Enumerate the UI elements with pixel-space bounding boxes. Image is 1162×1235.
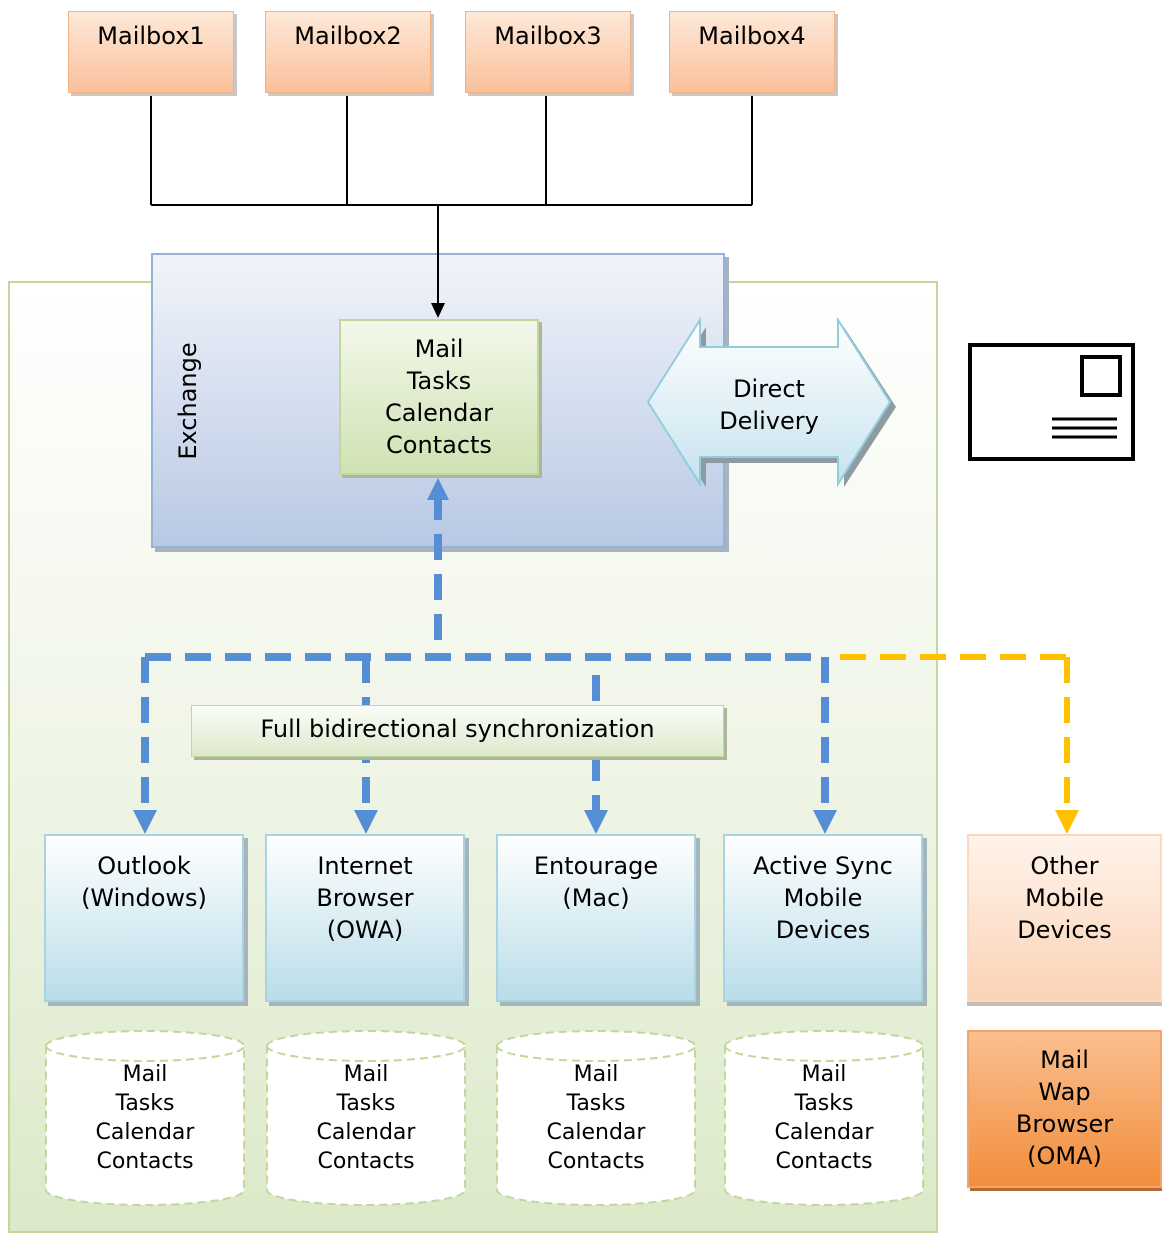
mailbox-to-exchange-arrowhead (431, 303, 445, 318)
sync-label-box: Full bidirectional synchronization (191, 705, 724, 757)
sync-lines (141, 498, 829, 812)
client-store-entourage: Mail Tasks Calendar Contacts (546, 1062, 646, 1174)
mailbox-2: Mailbox2 (265, 11, 431, 93)
client-store-owa: Mail Tasks Calendar Contacts (316, 1062, 416, 1174)
client-store-activesync: Mail Tasks Calendar Contacts (774, 1062, 874, 1174)
mailbox-1: Mailbox1 (68, 11, 234, 93)
exchange-store-box: Mail Tasks Calendar Contacts (339, 319, 539, 475)
sync-arrowhead-activesync (813, 810, 837, 834)
client-entourage: Entourage (Mac) (496, 834, 696, 1002)
direct-delivery-arrow (646, 316, 892, 488)
direct-delivery-label: Direct Delivery (719, 375, 819, 435)
sync-arrowhead-outlook (133, 810, 157, 834)
mailbox-4: Mailbox4 (669, 11, 835, 93)
envelope-icon (968, 343, 1135, 461)
client-activesync: Active Sync Mobile Devices (723, 834, 923, 1002)
mailbox-3: Mailbox3 (465, 11, 631, 93)
client-owa: Internet Browser (OWA) (265, 834, 465, 1002)
client-store-outlook: Mail Tasks Calendar Contacts (95, 1062, 195, 1174)
oma-browser-box: Mail Wap Browser (OMA) (967, 1030, 1162, 1188)
client-stores (45, 1030, 924, 1206)
client-store-cylinder (266, 1030, 466, 1206)
sync-arrowhead-up (427, 478, 449, 500)
client-outlook: Outlook (Windows) (44, 834, 244, 1002)
sync-arrowhead-entourage (584, 810, 608, 834)
sync-arrowhead-owa (354, 810, 378, 834)
mailbox-connector-lines (150, 93, 753, 305)
client-store-cylinder (724, 1030, 924, 1206)
other-mobile-devices-box: Other Mobile Devices (967, 834, 1162, 1002)
other-device-line (840, 654, 1070, 812)
other-device-arrowhead (1055, 810, 1079, 834)
client-store-cylinder (45, 1030, 245, 1206)
client-store-cylinder (496, 1030, 696, 1206)
